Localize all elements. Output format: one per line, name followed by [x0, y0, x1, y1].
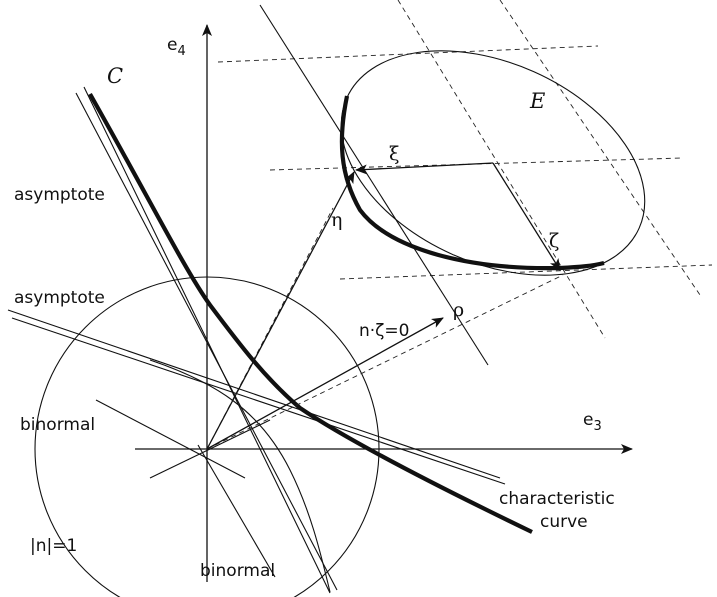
label-n-zeta: n·ζ=0: [359, 321, 410, 341]
label-rho: ρ: [453, 299, 464, 321]
vector-xi: [355, 162, 494, 175]
dashed-mid-horizontal: [269, 157, 684, 171]
asymptote-line-lower-b: [11, 317, 506, 485]
label-xi: ξ: [389, 143, 399, 165]
label-asymptote-lower: asymptote: [14, 288, 105, 308]
asymptote-line-upper-a: [75, 92, 338, 591]
ellipse-thick-arc: [339, 95, 605, 271]
inner-branch-curve: [149, 359, 331, 593]
label-e4: e4: [167, 35, 186, 59]
label-eta: η: [331, 209, 342, 231]
characteristic-curve: [88, 92, 533, 534]
label-asymptote-upper: asymptote: [14, 185, 105, 205]
label-unit-circle: |n|=1: [30, 536, 77, 556]
label-binormal-bottom: binormal: [200, 561, 275, 581]
label-characteristic: characteristic: [499, 489, 615, 509]
label-characteristic-curve: curve: [540, 512, 588, 532]
dashed-diag-1: [397, 0, 606, 339]
label-curve-c: C: [107, 64, 123, 88]
vector-rho: [206, 317, 444, 450]
label-ellipse-e: E: [529, 89, 545, 113]
label-e4-sub: 4: [177, 44, 185, 59]
vector-zeta: [492, 162, 561, 271]
label-e3: e3: [583, 410, 602, 434]
label-e3-base: e: [583, 410, 593, 430]
asymptote-line-upper-b: [83, 86, 331, 594]
asymptote-line-lower-a: [7, 309, 501, 479]
label-e4-base: e: [167, 35, 177, 55]
dashed-origin-to-lower: [206, 274, 564, 450]
label-e3-sub: 3: [593, 419, 601, 434]
label-zeta: ζ: [549, 230, 559, 252]
binormal-line-1: [95, 399, 246, 479]
dashed-low-horizontal: [339, 264, 713, 280]
binormal-tick: [149, 419, 271, 479]
label-binormal-left: binormal: [20, 415, 95, 435]
binormal-line-2: [197, 444, 276, 578]
dashed-diag-2: [499, 0, 701, 296]
vector-eta: [206, 171, 355, 450]
tangent-line: [259, 4, 489, 366]
